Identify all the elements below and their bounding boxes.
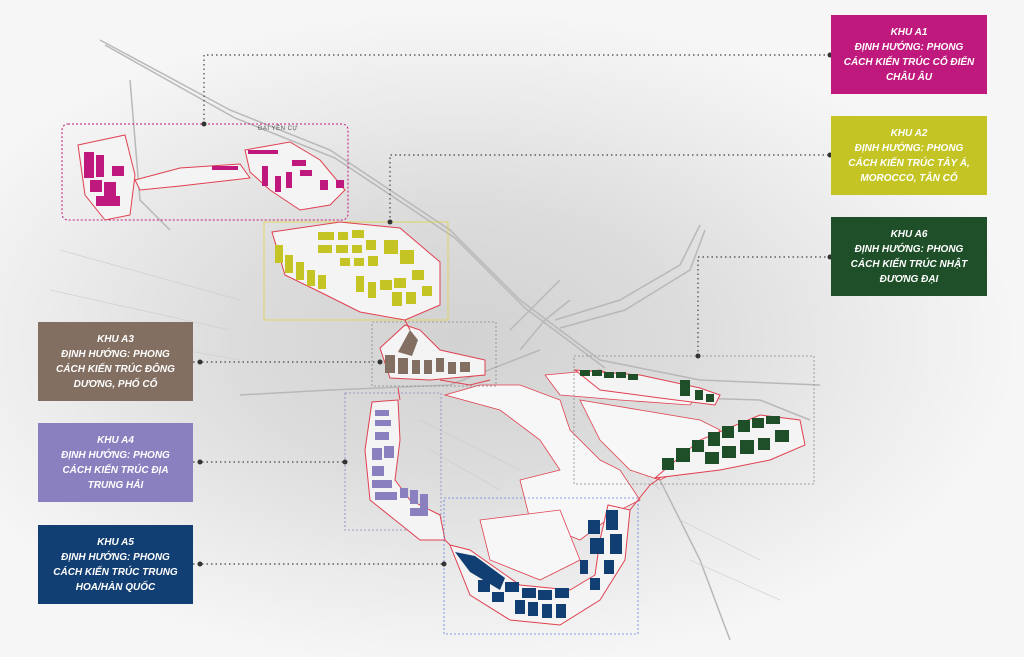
road-label: ĐẠI YÊN CỰ: [258, 126, 299, 132]
zone-a2-line-3: MOROCCO, TÂN CỔ: [860, 172, 958, 184]
zone-a6-line-1: ĐỊNH HƯỚNG: PHONG: [854, 243, 964, 255]
zone-a1-line-3: CHÂU ÂU: [885, 71, 933, 83]
zone-a1-line-1: ĐỊNH HƯỚNG: PHONG: [854, 41, 964, 53]
zone-a5-line-2: CÁCH KIẾN TRÚC TRUNG: [53, 566, 178, 578]
zone-a6-line-2: CÁCH KIẾN TRÚC NHẬT: [850, 258, 968, 270]
zone-a3-label-box: KHU A3 ĐỊNH HƯỚNG: PHONG CÁCH KIẾN TRÚC …: [38, 322, 193, 401]
zone-a3-line-1: ĐỊNH HƯỚNG: PHONG: [61, 348, 170, 360]
zone-a3-title: KHU A3: [97, 333, 134, 345]
background-roads: [99, 39, 821, 641]
zone-a2-plan: [263, 221, 449, 321]
zone-a1-plan: [61, 123, 349, 221]
zone-a6-title: KHU A6: [890, 228, 928, 240]
zone-a4-line-3: TRUNG HẢI: [87, 479, 144, 491]
zone-a2-line-2: CÁCH KIẾN TRÚC TÂY Á,: [848, 157, 970, 169]
leader-lines: [193, 54, 830, 565]
zone-a2-label-box: KHU A2 ĐỊNH HƯỚNG: PHONG CÁCH KIẾN TRÚC …: [831, 116, 987, 195]
zone-a6-line-3: ĐƯƠNG ĐẠI: [879, 273, 939, 285]
zone-a5-title: KHU A5: [97, 536, 134, 548]
zone-a4-title: KHU A4: [97, 434, 134, 446]
zone-a5-label-box: KHU A5 ĐỊNH HƯỚNG: PHONG CÁCH KIẾN TRÚC …: [38, 525, 193, 604]
zone-a3-line-2: CÁCH KIẾN TRÚC ĐÔNG: [56, 363, 175, 375]
zone-a1-label-box: KHU A1 ĐỊNH HƯỚNG: PHONG CÁCH KIẾN TRÚC …: [831, 15, 987, 94]
zone-a3-plan: [371, 321, 497, 387]
zone-a4-label-box: KHU A4 ĐỊNH HƯỚNG: PHONG CÁCH KIẾN TRÚC …: [38, 423, 193, 502]
zone-a3-line-3: DƯƠNG, PHỐ CỔ: [73, 378, 158, 390]
zone-a4-line-1: ĐỊNH HƯỚNG: PHONG: [61, 449, 170, 461]
zone-a5-line-1: ĐỊNH HƯỚNG: PHONG: [61, 551, 170, 563]
zone-a4-plan: [344, 392, 446, 541]
zone-a6-plan: [573, 355, 815, 485]
zone-a5-plan: [443, 497, 639, 635]
zone-a4-line-2: CÁCH KIẾN TRÚC ĐỊA: [62, 464, 169, 476]
zone-a5-line-3: HOA/HÀN QUỐC: [75, 581, 156, 593]
zone-a2-title: KHU A2: [890, 127, 928, 139]
zone-a6-label-box: KHU A6 ĐỊNH HƯỚNG: PHONG CÁCH KIẾN TRÚC …: [831, 217, 987, 296]
zone-a1-line-2: CÁCH KIẾN TRÚC CỔ ĐIỂN: [843, 56, 975, 68]
site-boundary-roads: [397, 319, 661, 546]
zone-a2-line-1: ĐỊNH HƯỚNG: PHONG: [854, 142, 964, 154]
zone-a1-title: KHU A1: [890, 26, 928, 38]
